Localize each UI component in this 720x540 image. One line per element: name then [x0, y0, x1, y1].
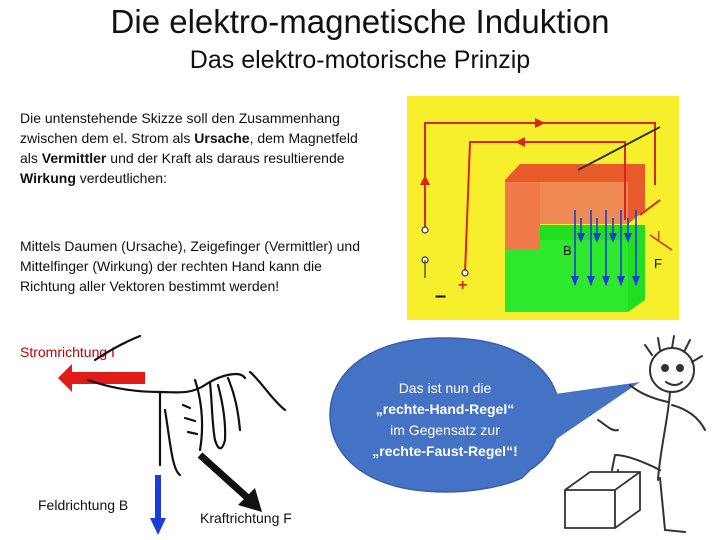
bubble-line-2: „rechte-Hand-Regel“ — [345, 399, 545, 420]
bubble-line-1: Das ist nun die — [345, 378, 545, 399]
block — [565, 472, 640, 528]
kraftrichtung-label: Kraftrichtung F — [200, 510, 292, 526]
wire-circuit — [425, 123, 660, 273]
page-subtitle: Das elektro-motorische Prinzip — [0, 44, 720, 76]
feldrichtung-label: Feldrichtung B — [38, 497, 128, 513]
label-I: I — [657, 228, 661, 243]
hand-rule-paragraph: Mittels Daumen (Ursache), Zeigefinger (V… — [20, 236, 380, 296]
intro-paragraph: Die untenstehende Skizze soll den Zusamm… — [20, 108, 375, 188]
intro-wirkung: Wirkung — [20, 170, 76, 186]
field-arrow — [150, 518, 166, 535]
rechte-faust-regel: „rechte-Faust-Regel“! — [372, 443, 517, 459]
current-arrow — [58, 364, 145, 392]
bubble-line-4: „rechte-Faust-Regel“! — [345, 441, 545, 462]
hand-sketch — [88, 336, 285, 475]
intro-text-4: verdeutlichen: — [76, 170, 167, 186]
magnet-yoke-side — [505, 182, 540, 250]
stromrichtung-label: Stromrichtung I — [20, 344, 115, 360]
plus-sign: + — [458, 277, 467, 294]
stick-figure — [598, 336, 705, 532]
intro-text-3: und der Kraft als daraus resultierende — [106, 150, 344, 166]
intro-ursache: Ursache — [194, 130, 249, 146]
label-F: F — [654, 256, 662, 271]
diagram-background — [407, 96, 679, 320]
label-B: B — [563, 243, 572, 258]
minus-sign: – — [435, 285, 446, 307]
magnet-yoke-top — [505, 164, 645, 224]
bubble-line-3: im Gegensatz zur — [345, 420, 545, 441]
speech-bubble-tail — [548, 382, 640, 440]
force-arrow — [200, 455, 250, 500]
intro-vermittler: Vermittler — [42, 150, 107, 166]
conductor-rod — [578, 127, 660, 170]
field-lines — [575, 210, 636, 285]
page-title: Die elektro-magnetische Induktion — [0, 2, 720, 42]
magnet-north-front — [505, 240, 628, 312]
magnet-yoke-front — [505, 182, 628, 224]
bubble-text: Das ist nun die „rechte-Hand-Regel“ im G… — [345, 378, 545, 462]
rechte-hand-regel: „rechte-Hand-Regel“ — [376, 401, 514, 417]
magnet-north-block — [505, 225, 645, 312]
